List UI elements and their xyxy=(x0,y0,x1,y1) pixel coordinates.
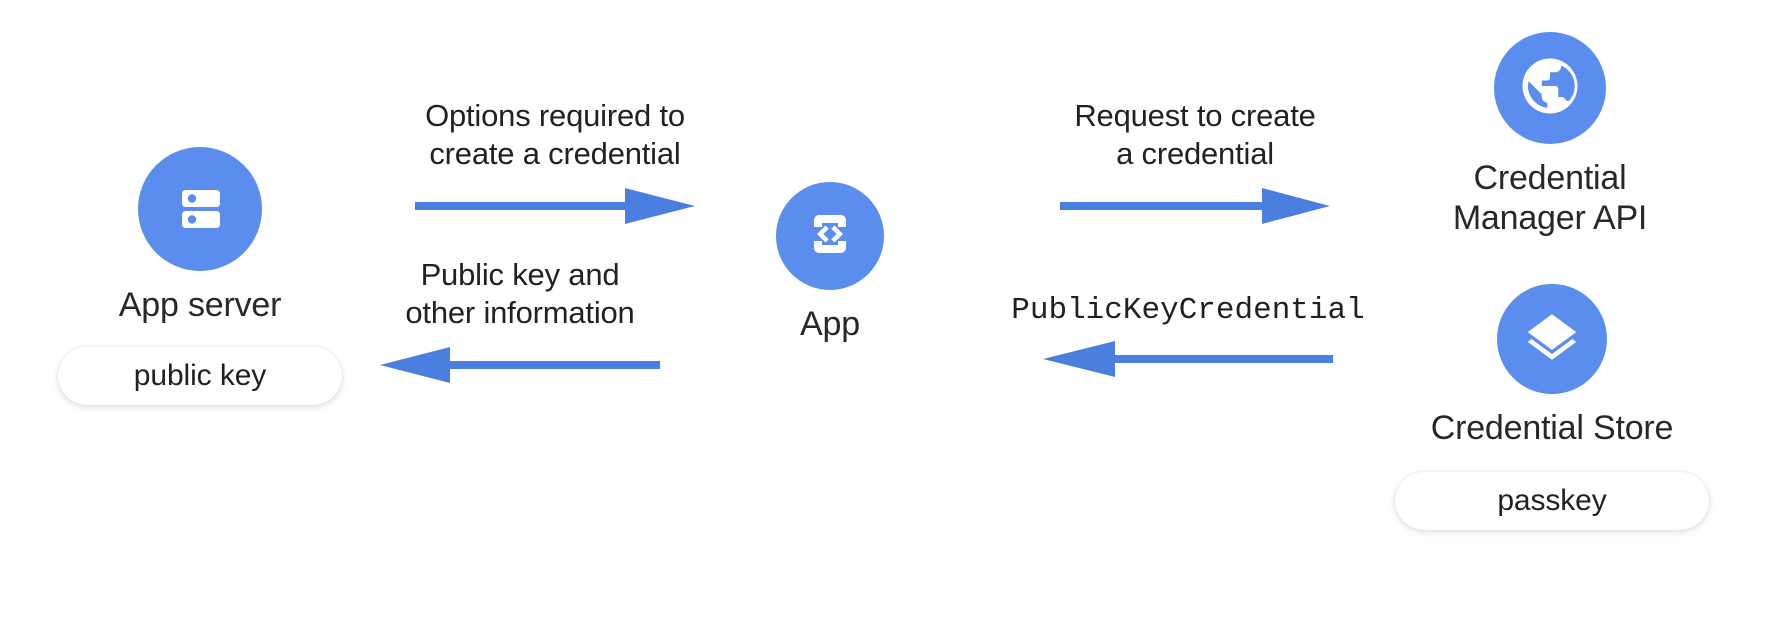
pill-passkey: passkey xyxy=(1395,472,1709,531)
app-code-phone-icon xyxy=(801,205,859,268)
credential-manager-api-icon-circle xyxy=(1494,32,1606,144)
server-icon xyxy=(170,177,230,242)
credential-store-icon-circle xyxy=(1497,284,1607,394)
node-credential-store: Credential Store passkey xyxy=(1395,284,1709,531)
arrow-label-request-to-create: Request to create a credential xyxy=(1074,98,1316,171)
node-label-app-server: App server xyxy=(118,286,282,324)
arrow-label-options-required: Options required to create a credential xyxy=(425,98,685,171)
node-app-server: App server public key xyxy=(40,147,360,406)
node-label-app: App xyxy=(800,305,860,343)
arrow-left-icon xyxy=(380,346,660,383)
node-credential-manager-api: Credential Manager API xyxy=(1425,32,1675,238)
node-app: App xyxy=(700,182,960,344)
node-label-credential-manager-api: Credential Manager API xyxy=(1452,159,1648,238)
arrow-left-icon xyxy=(1043,340,1333,377)
arrow-label-public-key-information: Public key and other information xyxy=(405,257,635,330)
pill-public-key: public key xyxy=(58,347,342,406)
arrow-request-to-create: Request to create a credential xyxy=(1035,97,1355,227)
app-server-icon-circle xyxy=(138,147,262,271)
arrow-public-key-information: Public key and other information xyxy=(355,256,685,386)
arrow-options-required: Options required to create a credential xyxy=(390,97,720,227)
node-label-credential-store: Credential Store xyxy=(1430,409,1674,447)
arrow-public-key-credential: PublicKeyCredential xyxy=(1011,292,1365,380)
arrow-right-icon xyxy=(1060,187,1330,224)
globe-icon xyxy=(1517,53,1583,124)
app-icon-circle xyxy=(776,182,884,290)
arrow-right-icon xyxy=(415,187,695,224)
arrow-label-public-key-credential: PublicKeyCredential xyxy=(1011,293,1365,328)
layers-icon xyxy=(1521,306,1583,373)
